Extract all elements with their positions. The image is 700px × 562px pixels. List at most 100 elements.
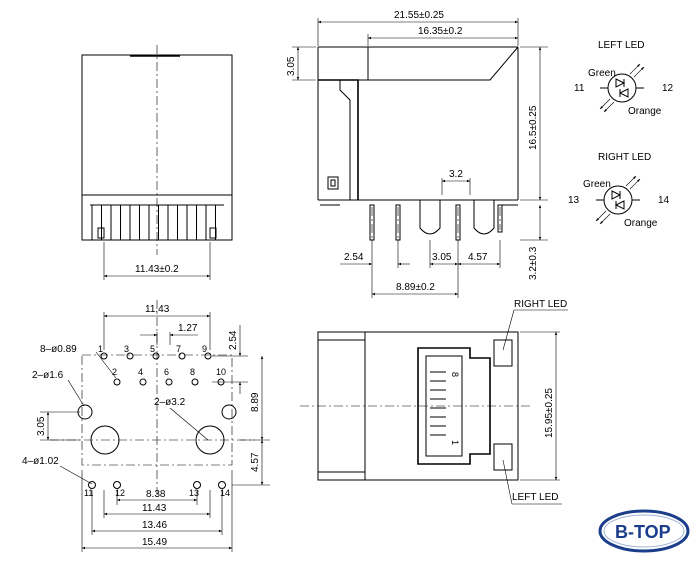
btop-logo: B-TOP <box>598 509 690 553</box>
right-led-schematic: RIGHT LED Green Orange 13 14 <box>568 152 670 229</box>
shield-hole <box>221 404 237 420</box>
front-pin-row <box>91 205 217 240</box>
signal-hole <box>100 352 108 360</box>
top-step-dim: 3.05 <box>286 56 297 76</box>
led-diode-pair-icon <box>595 175 641 225</box>
pin-number-label: 2 <box>112 367 117 377</box>
signal-hole <box>113 378 121 386</box>
pin-number-label: 5 <box>150 344 155 354</box>
signal-hole <box>152 352 160 360</box>
light-arrow-icon <box>603 101 615 113</box>
light-arrow-icon <box>629 63 641 75</box>
top-width-dim: 15.95±0.25 <box>544 388 555 438</box>
height-dim: 16.5±0.25 <box>528 105 539 150</box>
fp-4-57-dim: 4.57 <box>250 452 261 472</box>
signal-hole <box>139 378 147 386</box>
side-post <box>473 200 495 235</box>
left-led-callout: LEFT LED <box>512 492 559 503</box>
fp-height-dim: 8.89 <box>250 392 261 412</box>
diode-icon <box>614 200 625 210</box>
pin-number-label: 12 <box>115 488 125 498</box>
fp-11-43-dim: 11.43 <box>142 503 167 514</box>
fp-width-top-dim: 11.43 <box>145 304 170 315</box>
left-led-schematic: LEFT LED Green Orange 11 12 <box>574 40 674 117</box>
left-led-green: Green <box>588 68 616 79</box>
pin-number-label: 14 <box>220 488 230 498</box>
right-led-orange: Orange <box>624 218 658 229</box>
mounting-post-hole <box>195 425 225 455</box>
pin-span-dim: 8.89±0.2 <box>396 282 435 293</box>
signal-hole <box>126 352 134 360</box>
side-pins <box>369 200 503 241</box>
front-view: 11.43±0.2 <box>81 45 233 280</box>
pin-number-label: 3 <box>124 344 129 354</box>
light-arrow-icon <box>633 66 645 78</box>
contact-springs <box>430 371 446 436</box>
front-width-dim: 11.43±0.2 <box>135 264 179 275</box>
right-led-title: RIGHT LED <box>598 152 651 163</box>
front-tab <box>209 227 217 239</box>
top-view: 8 1 15.95±0.25 RIGHT LED LEFT LED <box>300 299 568 505</box>
body-length-dim: 16.35±0.2 <box>418 26 463 37</box>
signal-hole-callout: 8–ø0.89 <box>40 344 77 355</box>
post-hole-callout: 2–ø3.2 <box>154 397 186 408</box>
right-led-green: Green <box>583 179 611 190</box>
fp-row-pitch-dim: 2.54 <box>228 330 239 350</box>
left-led-title: LEFT LED <box>598 40 645 51</box>
led-hole-callout: 4–ø1.02 <box>22 456 59 467</box>
fp-15-49-dim: 15.49 <box>142 537 167 548</box>
diode-icon <box>618 88 629 98</box>
led-hole <box>113 481 121 489</box>
side-view: 21.55±0.25 16.35±0.2 3.05 16.5±0.25 3.2±… <box>286 10 548 298</box>
pin-row-spacing-dim: 3.05 <box>432 252 452 263</box>
side-pin <box>497 204 503 233</box>
pin-number-label: 9 <box>202 344 207 354</box>
led-body-icon <box>607 73 637 103</box>
light-arrow-icon <box>595 210 607 222</box>
diode-icon <box>615 78 626 88</box>
light-arrow-icon <box>599 213 611 225</box>
pin-number-label: 8 <box>190 367 195 377</box>
light-arrow-icon <box>599 98 611 110</box>
shield-hole <box>77 404 93 420</box>
led-hole <box>218 481 226 489</box>
light-arrow-icon <box>625 175 637 187</box>
pin-number-label: 10 <box>216 367 226 377</box>
overall-length-dim: 21.55±0.25 <box>394 10 444 21</box>
led-pin-spacing-dim: 2.54 <box>344 252 364 263</box>
led-diode-pair-icon <box>599 63 645 113</box>
pin-number-label: 4 <box>138 367 143 377</box>
signal-hole <box>178 352 186 360</box>
side-post <box>419 200 441 235</box>
left-led-pin-12: 12 <box>662 83 674 94</box>
pin-length-dim: 3.2±0.3 <box>528 246 539 280</box>
logo-text: B-TOP <box>615 522 671 542</box>
pin-number-label: 11 <box>84 488 93 498</box>
fp-pitch-dim: 1.27 <box>178 323 198 334</box>
pin-number-label: 6 <box>164 367 169 377</box>
pin-offset-dim: 4.57 <box>468 252 488 263</box>
diode-icon <box>611 190 622 200</box>
fp-8-38-dim: 8.38 <box>146 489 166 500</box>
front-tab <box>97 227 105 239</box>
shield-hole-callout: 2–ø1.6 <box>32 370 64 381</box>
mounting-post-hole <box>90 425 120 455</box>
led-hole <box>88 481 96 489</box>
left-led-pin-11: 11 <box>574 83 585 94</box>
fp-13-46-dim: 13.46 <box>142 520 167 531</box>
pin-gap-dim: 3.2 <box>449 169 463 180</box>
right-led-pin-13: 13 <box>568 195 580 206</box>
pin-number-label: 7 <box>176 344 181 354</box>
signal-hole <box>165 378 173 386</box>
contact-1-mark: 1 <box>450 440 460 445</box>
signal-hole <box>191 378 199 386</box>
pin-number-label: 1 <box>98 344 103 354</box>
left-led-orange: Orange <box>628 106 662 117</box>
led-hole <box>193 481 201 489</box>
led-body-icon <box>603 185 633 215</box>
right-led-callout: RIGHT LED <box>514 299 567 310</box>
fp-3-05-dim: 3.05 <box>36 416 47 436</box>
